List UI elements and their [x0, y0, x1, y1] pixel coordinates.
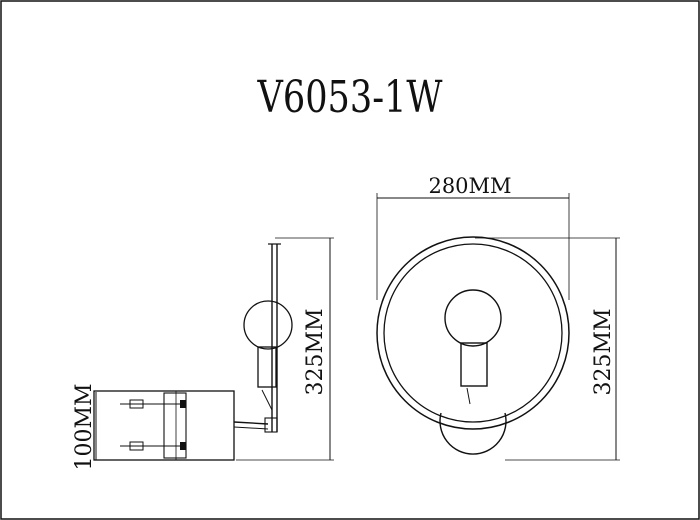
mounting-bracket	[163, 392, 187, 459]
side-depth-label: 100MM	[72, 383, 97, 470]
bulb-side	[243, 300, 293, 350]
screw-bottom	[120, 441, 186, 451]
bulb-front	[444, 289, 502, 347]
side-view: 325MM 100MM	[72, 237, 334, 471]
socket-front	[460, 342, 488, 387]
inner-ring	[383, 243, 563, 423]
wall-plate	[93, 390, 235, 461]
screw-top	[120, 399, 186, 409]
wall-disc	[439, 412, 507, 455]
arm-horizontal-lower	[233, 426, 269, 430]
arm-joint	[264, 417, 278, 433]
outer-ring	[376, 236, 570, 430]
model-title: V6053-1W	[257, 72, 443, 123]
socket-side	[257, 346, 277, 388]
side-height-label: 325MM	[303, 308, 328, 395]
front-height-label: 325MM	[591, 308, 616, 395]
arm-horizontal	[233, 421, 269, 425]
front-view: 280MM 325MM	[376, 174, 620, 461]
front-width-label: 280MM	[428, 174, 511, 198]
